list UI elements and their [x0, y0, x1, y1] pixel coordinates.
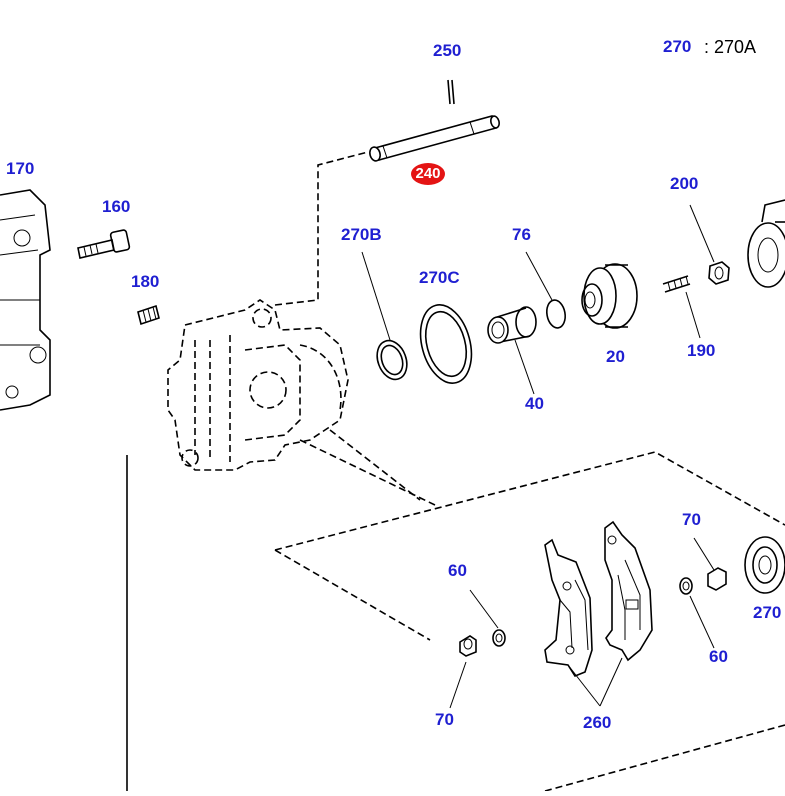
seal-lower-right-part[interactable] — [744, 536, 785, 594]
brake-pad-inner-part[interactable] — [544, 538, 593, 677]
clip-part[interactable] — [447, 79, 455, 105]
pad-pin-lower-left-part[interactable] — [459, 629, 506, 657]
callout-260[interactable]: 260 — [583, 713, 612, 732]
callout-270-lower[interactable]: 270 — [753, 603, 782, 622]
callout-70-lower[interactable]: 70 — [435, 710, 454, 729]
callout-40[interactable]: 40 — [525, 394, 544, 413]
callout-270[interactable]: 270 — [663, 37, 692, 56]
pad-group-boundary-left — [274, 549, 431, 641]
piston-seal-270c-part[interactable] — [412, 299, 479, 389]
leader-pad-2 — [329, 429, 421, 501]
leader-pad-1 — [299, 439, 436, 506]
leader-lines — [361, 204, 715, 709]
spring-190-part[interactable] — [662, 275, 691, 293]
callout-250[interactable]: 250 — [433, 41, 462, 60]
seal-right-part[interactable] — [747, 199, 785, 288]
callout-70-upper[interactable]: 70 — [682, 510, 701, 529]
callout-160[interactable]: 160 — [102, 197, 131, 216]
callout-20[interactable]: 20 — [606, 347, 625, 366]
callout-76[interactable]: 76 — [512, 225, 531, 244]
spring-part[interactable] — [137, 304, 160, 326]
highlighted-part-240[interactable]: 240 — [411, 163, 445, 185]
piston-part[interactable] — [487, 306, 537, 344]
callout-170[interactable]: 170 — [6, 159, 35, 178]
callout-190[interactable]: 190 — [687, 341, 716, 360]
callout-60-lower[interactable]: 60 — [709, 647, 728, 666]
nut-200-part[interactable] — [708, 261, 730, 285]
pad-group-boundary-top — [274, 451, 785, 551]
guide-pin-part[interactable] — [368, 115, 500, 162]
bolt-part[interactable] — [77, 229, 131, 259]
callout-270b[interactable]: 270B — [341, 225, 382, 244]
brake-pad-outer-part[interactable] — [604, 520, 653, 662]
piston-20-part[interactable] — [581, 263, 638, 329]
callout-180[interactable]: 180 — [131, 272, 160, 291]
caliper-body-part[interactable] — [167, 299, 349, 471]
callout-270a-reference: : 270A — [704, 37, 757, 57]
callout-60-upper[interactable]: 60 — [448, 561, 467, 580]
ring-76-part[interactable] — [545, 299, 568, 330]
caliper-bracket-part[interactable] — [0, 189, 51, 411]
callout-270c[interactable]: 270C — [419, 268, 460, 287]
pad-pin-right-part[interactable] — [679, 567, 727, 595]
seal-ring-270b-part[interactable] — [372, 336, 412, 383]
leader-pin — [274, 151, 369, 306]
pad-group-boundary-bottom — [544, 724, 785, 792]
callout-200[interactable]: 200 — [670, 174, 699, 193]
